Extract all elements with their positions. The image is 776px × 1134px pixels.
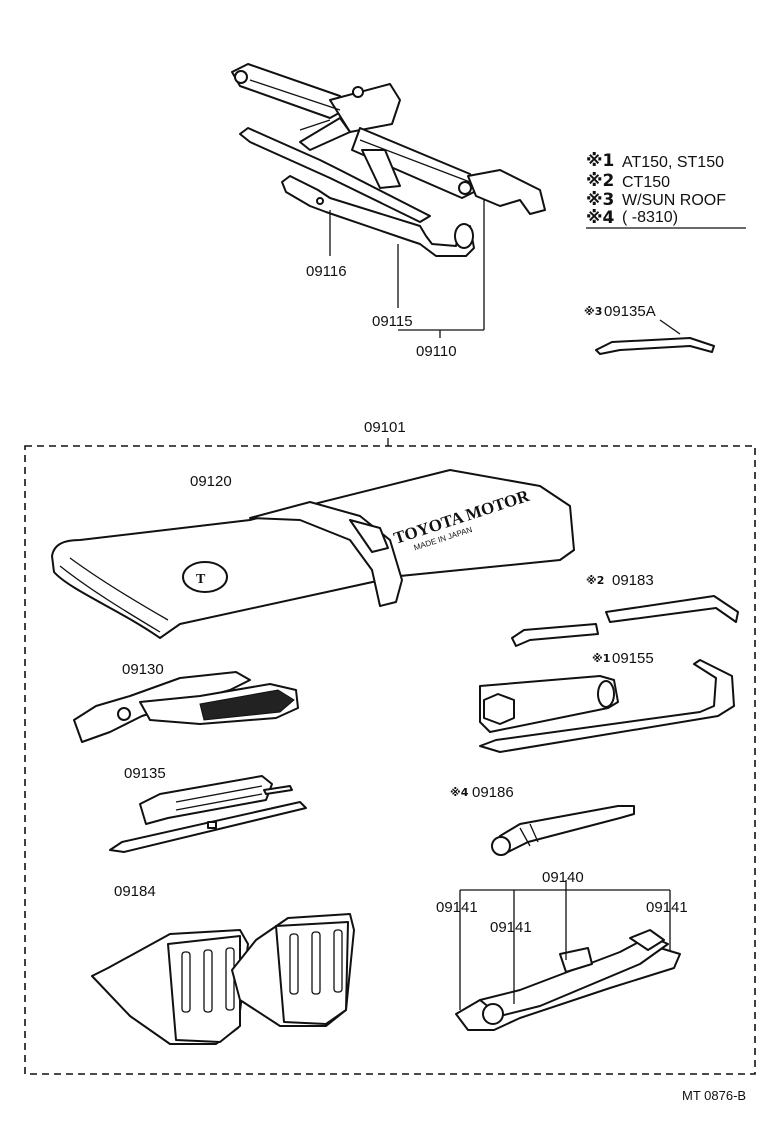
label-09110: 09110: [416, 343, 457, 360]
legend-mark-4: ※4: [586, 208, 615, 228]
label-09135a: 09135A: [604, 303, 656, 320]
drawing-code: MT 0876-B: [682, 1088, 746, 1103]
tool-bag-drawing: T TOYOTA MOTOR MADE IN JAPAN: [51, 469, 575, 639]
label-09155-mark: ※1: [592, 652, 610, 665]
legend-text-2: CT150: [622, 174, 670, 191]
wrench-set-drawing: [455, 929, 681, 1031]
legend-mark-2: ※2: [586, 171, 614, 191]
label-09186-mark: ※4: [450, 786, 469, 799]
variant-legend: ※1 AT150, ST150 ※2 CT150 ※3 W/SUN ROOF ※…: [586, 151, 746, 229]
label-09115: 09115: [372, 313, 413, 330]
label-09135: 09135: [124, 765, 166, 782]
toyota-emblem: [182, 561, 228, 593]
part-09135a: ※3 09135A: [584, 303, 715, 355]
svg-text:T: T: [196, 572, 206, 587]
label-09141-left: 09141: [436, 899, 478, 916]
legend-mark-1: ※1: [586, 151, 614, 171]
legend-text-4: ( -8310): [622, 209, 678, 226]
jack-drawing: [231, 63, 546, 223]
legend-text-1: AT150, ST150: [622, 154, 724, 171]
part-09183: ※2 09183: [511, 572, 739, 647]
legend-mark-3: ※3: [586, 190, 614, 210]
jack-handle-drawing: [281, 175, 475, 257]
part-09155: ※1 09155: [479, 650, 735, 753]
part-09186: ※4 09186: [450, 784, 635, 856]
label-09141-right: 09141: [646, 899, 688, 916]
legend-text-3: W/SUN ROOF: [622, 192, 726, 209]
label-09120: 09120: [190, 473, 232, 490]
label-09135a-mark: ※3: [584, 305, 602, 318]
label-09101: 09101: [364, 419, 406, 436]
label-09140: 09140: [542, 869, 584, 886]
leader-lines-wrench: [459, 880, 671, 1010]
label-09116: 09116: [306, 263, 347, 280]
kit-boundary: [24, 445, 756, 1075]
leader-lines-upper: [329, 200, 485, 338]
label-09141-middle: 09141: [490, 919, 532, 936]
label-09130: 09130: [122, 661, 164, 678]
pliers-drawing: [73, 671, 299, 743]
label-09184: 09184: [114, 883, 156, 900]
label-09183-mark: ※2: [586, 574, 604, 587]
wheel-chocks-drawing: [91, 913, 355, 1045]
label-09155: 09155: [612, 650, 654, 667]
screwdriver-drawing: [109, 775, 307, 853]
label-09183: 09183: [612, 572, 654, 589]
label-09186: 09186: [472, 784, 514, 801]
